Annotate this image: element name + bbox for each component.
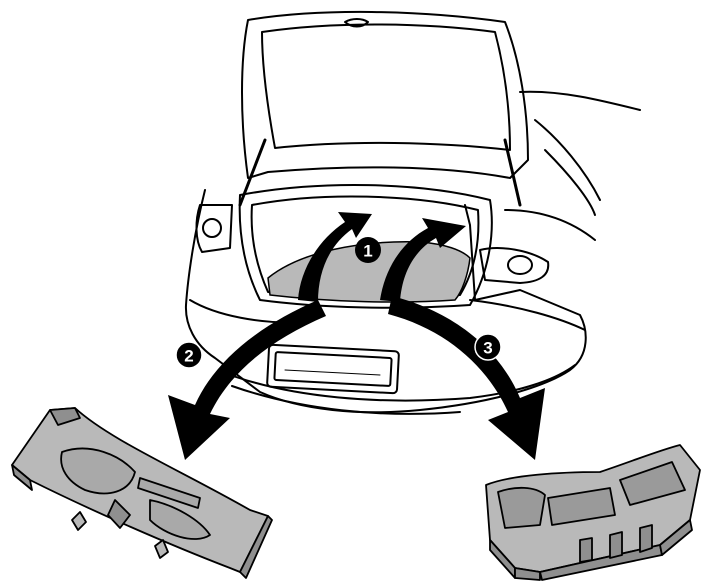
step-badge-1: 1 xyxy=(355,237,381,263)
step-badge-2: 2 xyxy=(176,342,202,368)
step-label-2: 2 xyxy=(184,347,193,366)
step-badge-3: 3 xyxy=(475,334,501,360)
left-tail-light xyxy=(196,205,232,252)
step-label-1: 1 xyxy=(363,242,372,261)
trunk-lid xyxy=(242,12,528,178)
step-label-3: 3 xyxy=(483,339,492,358)
step3-arrow xyxy=(388,296,545,460)
removed-trim-panel xyxy=(12,408,272,578)
removed-foam-tray xyxy=(486,445,700,580)
right-tail-light xyxy=(480,248,548,283)
